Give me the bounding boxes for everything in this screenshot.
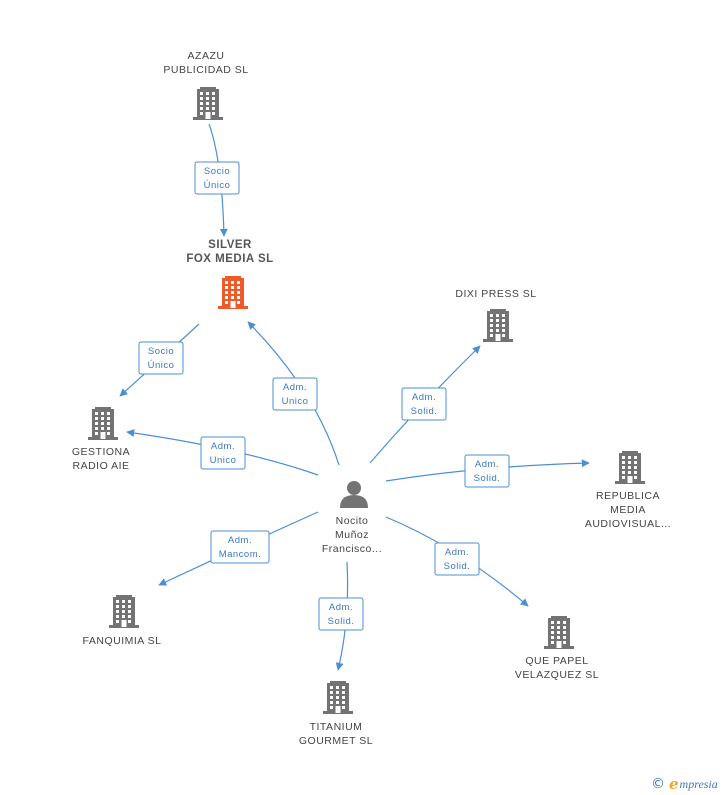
edge-label-text: Solid. [411,406,438,417]
edge-label-text: Unico [282,396,309,407]
building-icon [323,681,353,714]
node-titanium[interactable]: TITANIUM GOURMET SL [299,681,373,747]
edge-label-text: Socio [148,346,174,357]
building-icon [544,616,574,649]
edge-label: Adm. Solid. [318,597,364,631]
footer-brand[interactable]: © e mpresia [651,775,718,793]
node-dixi[interactable]: DIXI PRESS SL [455,288,536,342]
edge-label-text: Único [148,360,175,371]
edge-label-text: Adm. [211,441,235,452]
node-label: AZAZU [188,50,225,62]
brand-logo-letter: e [669,775,679,793]
node-label: MEDIA [610,504,646,516]
node-label: TITANIUM [310,721,363,733]
node-label: VELAZQUEZ SL [515,669,599,681]
edge-label-text: Adm. [445,547,469,558]
brand-name: mpresia [679,776,718,791]
edge-label: Adm. Solid. [464,454,510,488]
edge-label-text: Único [204,180,231,191]
node-republica[interactable]: REPUBLICA MEDIA AUDIOVISUAL... [585,451,671,530]
edge-label-text: Solid. [474,473,501,484]
node-label: Nocito [336,515,369,527]
node-label: AUDIOVISUAL... [585,518,671,530]
edge-label: Adm. Mancom. [210,530,270,564]
edge-label-box [434,542,480,576]
node-label: DIXI PRESS SL [455,288,536,300]
edge-label-box [210,530,270,564]
building-icon [483,309,513,342]
node-label: FOX MEDIA SL [186,253,273,265]
edge-label-box [464,454,510,488]
edge-label-text: Solid. [444,561,471,572]
node-label: Muñoz [335,529,369,541]
node-label: PUBLICIDAD SL [163,64,248,76]
node-silver[interactable]: SILVER FOX MEDIA SL [186,239,273,309]
edge-label-box [272,377,318,411]
node-label: RADIO AIE [72,460,129,472]
node-gestiona[interactable]: GESTIONA RADIO AIE [72,407,130,472]
edge-label: Adm. Solid. [401,387,447,421]
edge-label: Adm. Unico [272,377,318,411]
building-icon [88,407,118,440]
building-icon [218,276,248,309]
nodes-layer: AZAZU PUBLICIDAD SL SILVER FOX MEDIA SL DIXI… [72,50,671,747]
edge-label-box [200,436,246,470]
person-icon [340,481,368,508]
edge-label: Adm. Unico [200,436,246,470]
edge-label-box [194,161,240,195]
building-icon [193,87,223,120]
node-fanquimia[interactable]: FANQUIMIA SL [83,595,162,647]
building-icon [615,451,645,484]
edge-label-text: Socio [204,166,230,177]
edge-label-box [401,387,447,421]
edge-label-text: Adm. [475,459,499,470]
edge-label-box [318,597,364,631]
node-label: GESTIONA [72,446,130,458]
edge-label-text: Adm. [228,535,252,546]
building-icon [109,595,139,628]
edge-label-box [138,341,184,375]
node-azazu[interactable]: AZAZU PUBLICIDAD SL [163,50,248,120]
node-nocito[interactable]: NocitoMuñozFrancisco... [322,481,382,555]
edge-labels-layer: SocioÚnicoSocioÚnicoAdm.UnicoAdm.UnicoAd… [138,161,510,631]
copyright-icon: © [651,776,665,792]
edge-label-text: Adm. [283,382,307,393]
node-label: GOURMET SL [299,735,373,747]
edge-label-text: Adm. [329,602,353,613]
node-label: SILVER [208,239,252,251]
edge-label-text: Adm. [412,392,436,403]
edges-layer [119,123,590,671]
node-label: QUE PAPEL [525,655,588,667]
edge-label-text: Solid. [328,616,355,627]
node-label: FANQUIMIA SL [83,635,162,647]
node-label: REPUBLICA [596,490,660,502]
node-quepapel[interactable]: QUE PAPEL VELAZQUEZ SL [515,616,599,681]
node-label: Francisco... [322,543,382,555]
edge-label-text: Mancom. [219,549,262,560]
edge-label-text: Unico [210,455,237,466]
edge-label: Adm. Solid. [434,542,480,576]
